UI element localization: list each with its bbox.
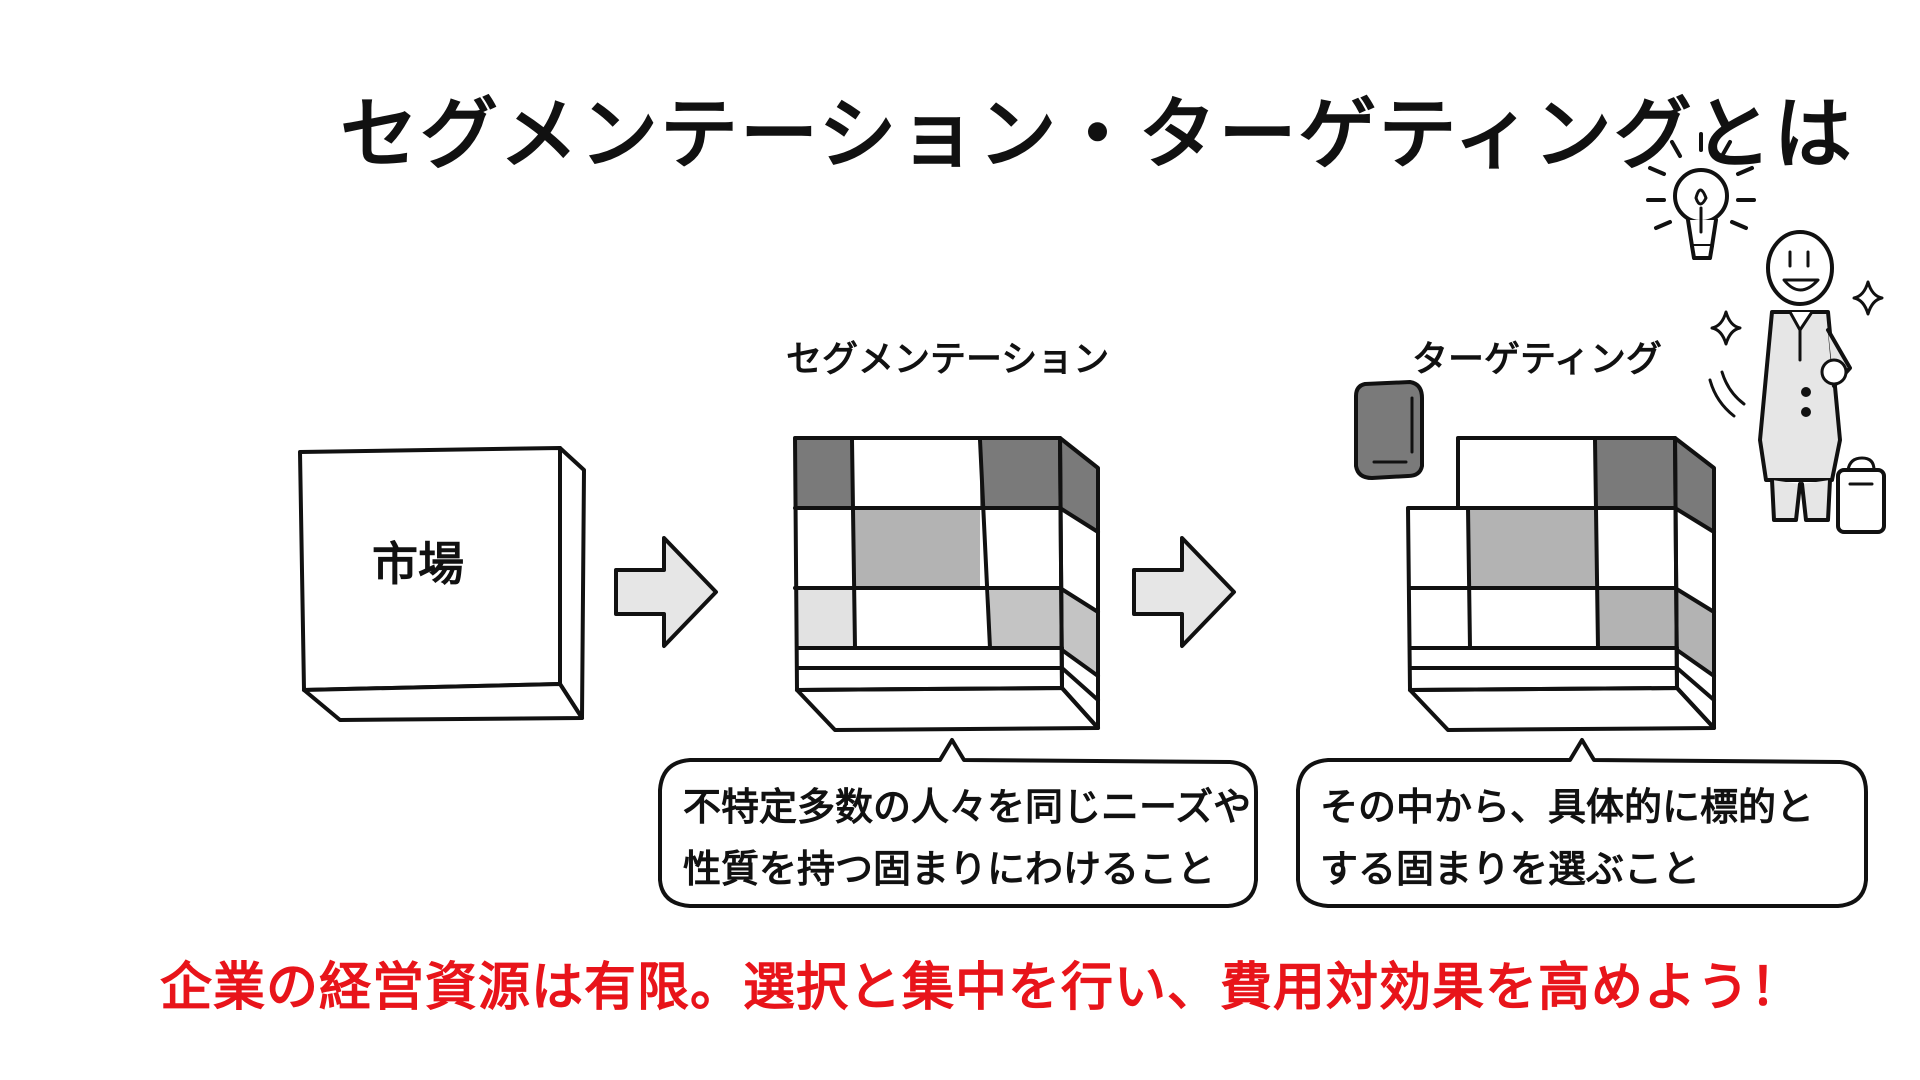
lightbulb-icon (1646, 132, 1756, 260)
sparkle-icon (1852, 280, 1884, 316)
targeting-cube (1354, 380, 1716, 732)
page-title: セグメンテーション・ターゲティングとは (340, 90, 1854, 180)
footer-message: 企業の経営資源は有限。選択と集中を行い、費用対効果を高めよう！ (160, 958, 1804, 1018)
segmentation-label: セグメンテーション (786, 339, 1110, 380)
market-cube (298, 446, 586, 722)
speech-bubble-segmentation (658, 738, 1258, 908)
arrow-right-icon (1132, 536, 1236, 648)
segmentation-cube (793, 436, 1100, 732)
market-label: 市場 (372, 537, 464, 591)
targeting-description-line: する固まりを選ぶこと (1320, 847, 1701, 891)
briefcase-icon (1836, 456, 1886, 534)
sparkle-icon (1710, 310, 1742, 346)
arrow-right-icon (614, 536, 718, 648)
selected-segment-block (1354, 380, 1424, 480)
targeting-description-line: その中から、具体的に標的と (1320, 785, 1815, 829)
segmentation-description-line: 不特定多数の人々を同じニーズや (683, 785, 1252, 829)
businessman-illustration (1708, 230, 1852, 522)
segmentation-description-line: 性質を持つ固まりにわけること (683, 847, 1216, 891)
targeting-label: ターゲティング (1412, 339, 1662, 380)
speech-bubble-targeting (1296, 738, 1868, 908)
segmentation-description: 不特定多数の人々を同じニーズや 性質を持つ固まりにわけること (683, 776, 1251, 900)
targeting-description: その中から、具体的に標的と する固まりを選ぶこと (1320, 776, 1814, 900)
